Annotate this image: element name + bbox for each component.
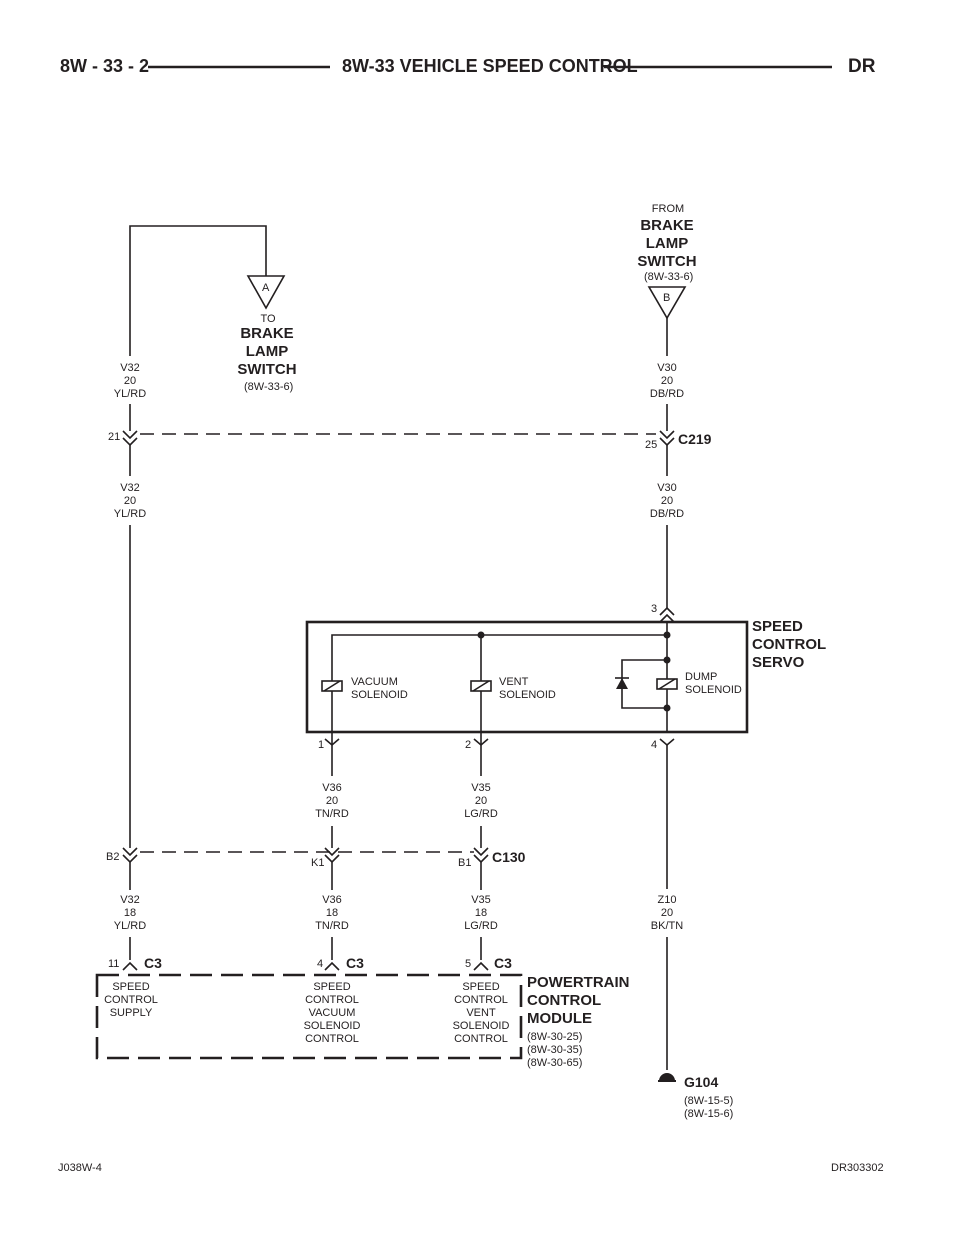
page-number: 8W - 33 - 2 bbox=[60, 56, 150, 76]
servo-pin-4 bbox=[659, 738, 675, 747]
to-brake-lamp-switch-ref: (8W-33-6) bbox=[244, 381, 294, 393]
to-brake-lamp-switch-name: BRAKE LAMP SWITCH bbox=[237, 325, 297, 378]
servo-internal-bus bbox=[331, 634, 667, 732]
c3-label-2: C3 bbox=[346, 955, 364, 971]
c130-pin-b2: B2 bbox=[106, 851, 120, 863]
c130-label: C130 bbox=[492, 849, 526, 865]
c3-label-1: C3 bbox=[144, 955, 162, 971]
wire-v32-loop bbox=[129, 225, 267, 356]
diode-icon bbox=[616, 678, 628, 689]
connector-a-label: A bbox=[262, 282, 270, 294]
c3-pin-5: 5 bbox=[465, 958, 472, 970]
pcm-refs: (8W-30-25)(8W-30-35)(8W-30-65) bbox=[527, 1031, 583, 1069]
ground-refs: (8W-15-5)(8W-15-6) bbox=[684, 1095, 734, 1120]
servo-pin-3-top bbox=[659, 606, 675, 616]
connector-b-triangle bbox=[647, 286, 687, 320]
footer-left-code: J038W-4 bbox=[58, 1162, 102, 1174]
brand-code: DR bbox=[848, 56, 876, 77]
c219-pin-25-top bbox=[659, 430, 675, 440]
page-title: 8W-33 VEHICLE SPEED CONTROL bbox=[342, 56, 638, 76]
servo-junction-vent bbox=[477, 631, 485, 639]
footer-right-code: DR303302 bbox=[831, 1162, 884, 1174]
servo-pin-3-label: 3 bbox=[651, 603, 658, 615]
ground-label: G104 bbox=[684, 1074, 719, 1090]
c3-pin-4: 4 bbox=[317, 958, 324, 970]
c3-label-3: C3 bbox=[494, 955, 512, 971]
servo-pin-3-bottom bbox=[659, 613, 675, 623]
servo-junction-diode-bottom bbox=[663, 704, 671, 712]
servo-box bbox=[305, 620, 749, 734]
c130-pin-b1: B1 bbox=[458, 857, 472, 869]
c130-pin-k1: K1 bbox=[311, 857, 325, 869]
servo-pin-4-label: 4 bbox=[651, 739, 658, 751]
pcm-box bbox=[95, 973, 523, 1060]
c219-label: C219 bbox=[678, 431, 712, 447]
servo-name: SPEED CONTROL SERVO bbox=[752, 618, 827, 671]
c219-pin-21-top bbox=[122, 430, 138, 440]
from-brake-lamp-switch-name: BRAKE LAMP SWITCH bbox=[637, 217, 697, 270]
servo-pin-1-label: 1 bbox=[318, 739, 325, 751]
c219-pin-25: 25 bbox=[645, 439, 658, 451]
servo-junction-top bbox=[663, 631, 671, 639]
servo-junction-diode-top bbox=[663, 656, 671, 664]
c3-pin-11: 11 bbox=[108, 958, 120, 970]
connector-a-triangle bbox=[246, 275, 286, 310]
from-brake-lamp-switch-ref: (8W-33-6) bbox=[644, 271, 694, 283]
ground-symbol-icon bbox=[659, 1073, 675, 1081]
from-brake-lamp-switch-prefix: FROM bbox=[651, 203, 685, 215]
pcm-name: POWERTRAIN CONTROL MODULE bbox=[527, 974, 630, 1027]
connector-b-label: B bbox=[663, 292, 671, 304]
servo-pin-2-label: 2 bbox=[465, 739, 472, 751]
c219-pin-21: 21 bbox=[108, 431, 121, 443]
to-brake-lamp-switch-prefix: TO bbox=[260, 313, 276, 325]
